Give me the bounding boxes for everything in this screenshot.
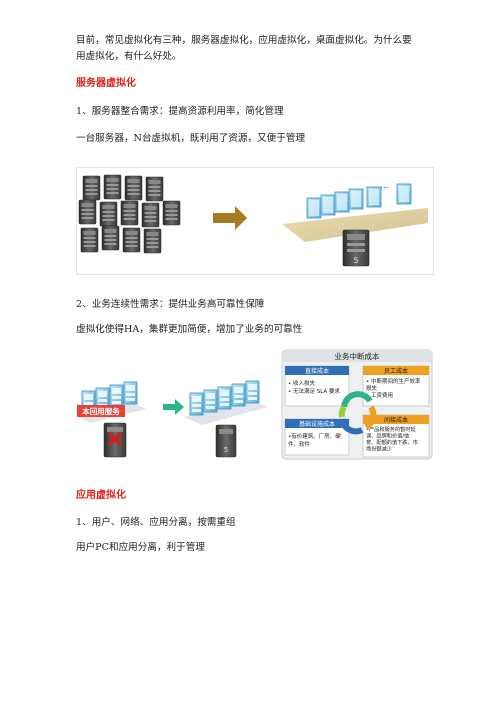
box-br-item-4: 场份额减少 (366, 445, 392, 453)
point2-body: 虚拟化使得HA，集群更加简便，增加了业务的可靠性 (76, 324, 303, 335)
failed-host (76, 381, 146, 458)
physical-servers-grid (78, 174, 181, 254)
app-point1-body: 用户PC和应用分离，利于管理 (76, 542, 205, 553)
app-point1-title: 1、用户、网络、应用分离，按需重组 (76, 517, 236, 528)
single-server: 5 (342, 229, 370, 267)
standby-host: 5 (184, 380, 268, 458)
point1-body: 一台服务器，N台虚拟机，既利用了资源，又便于管理 (76, 133, 306, 144)
intro-line-1: 目前，常见虚拟化有三种，服务器虚拟化，应用虚拟化，桌面虚拟化。为什么要 (76, 35, 412, 46)
svg-text:5: 5 (224, 446, 228, 454)
banner-label: 本回用服务 (81, 406, 120, 416)
point1-title: 1、服务器整合需求：提高资源利用率，简化管理 (76, 106, 284, 117)
box-tr-item-2: 损失 (366, 384, 378, 392)
panel-title: 业务中断成本 (335, 351, 380, 361)
heading-app-virtualization: 应用虚拟化 (76, 490, 126, 501)
box-br-title: 间接成本 (384, 416, 408, 424)
box-tl-title: 直接成本 (305, 367, 329, 375)
box-bl-item-1: •有价建筑、厂房、硬 (288, 432, 341, 440)
heading-server-virtualization: 服务器虚拟化 (76, 78, 136, 89)
failover-arrow (163, 399, 184, 415)
box-br-item-1: •产品和服务的暂时延 (366, 425, 417, 433)
failure-x-icon (107, 431, 123, 447)
box-br-item-2: 误、品牌和价值/信 (366, 432, 409, 440)
svg-text:5: 5 (353, 256, 358, 265)
box-bl-item-2: 件、软件 (288, 440, 311, 448)
box-tr-item-1: • 中断期间的生产效率 (366, 377, 421, 385)
box-br-item-3: 誉、配额的值下跌、市 (366, 438, 418, 446)
intro-line-2: 用虚拟化，有什么好处。 (76, 51, 182, 62)
business-continuity-illustration: 本回用服务 5 业务中断成本 (76, 349, 433, 460)
business-continuity-figure: 本回用服务 5 业务中断成本 (76, 349, 434, 461)
point2-title: 2、业务连续性需求：提供业务高可靠性保障 (76, 299, 265, 310)
box-tr-title: 员工成本 (384, 367, 408, 375)
consolidation-arrow (213, 206, 247, 230)
box-bl-title: 基础设施成本 (299, 420, 335, 428)
banner-bg (77, 405, 125, 417)
box-tl-item-1: • 收入损失 (288, 379, 315, 387)
cycle-ring-icon (338, 391, 377, 435)
downtime-cost-panel: 业务中断成本 直接成本 • 收入损失 • 无法满足 SLA 要求 员工成本 • … (281, 349, 433, 460)
server-consolidation-figure: ... 5 (76, 167, 434, 275)
box-tr-item-3: • 工资费用 (366, 391, 393, 399)
virtual-platform (282, 183, 428, 242)
box-tl-item-2: • 无法满足 SLA 要求 (288, 387, 340, 395)
server-consolidation-illustration: ... 5 (78, 174, 428, 267)
vm-ellipsis: ... (380, 181, 389, 191)
